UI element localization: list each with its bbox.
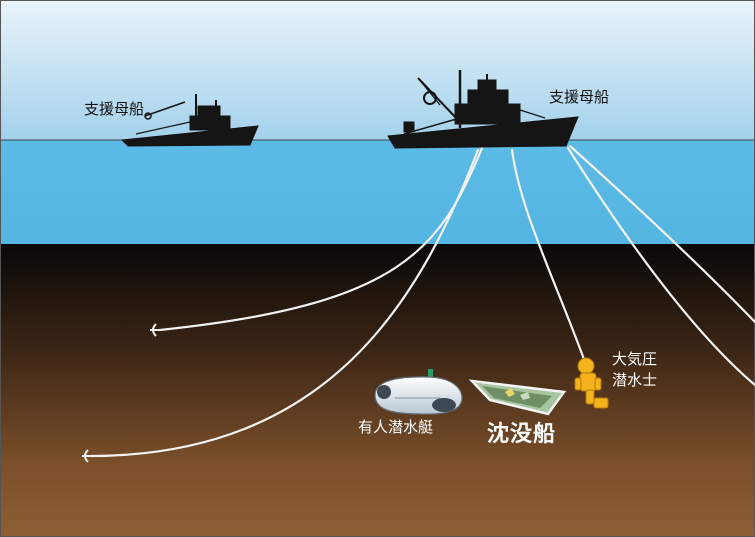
cable-to-diver [510,148,587,364]
left-support-ship-icon [120,94,259,147]
manned-submersible-label: 有人潜水艇 [358,418,434,436]
atmospheric-diver-label-line1: 大気圧 [612,350,658,368]
atmospheric-diver-icon [574,357,609,409]
sky [0,0,755,140]
atmospheric-diver-label-line2: 潜水士 [612,371,658,389]
cable-to-upper-anchor [158,146,484,332]
right-support-ship-icon [387,70,579,149]
sea-surface-layer [0,140,755,244]
cable-right-2 [568,144,755,324]
cable-to-lower-anchor [90,148,480,458]
anchor-lower-icon [82,449,94,463]
left-support-ship-label: 支援母船 [84,100,145,118]
cables [90,144,755,458]
right-support-ship-label: 支援母船 [549,88,610,106]
cable-right-1 [566,146,755,387]
anchor-upper-icon [150,323,162,337]
sunken-ship-icon [468,379,567,416]
manned-submersible-icon [374,369,463,415]
wreck-label: 沈没船 [487,422,557,447]
